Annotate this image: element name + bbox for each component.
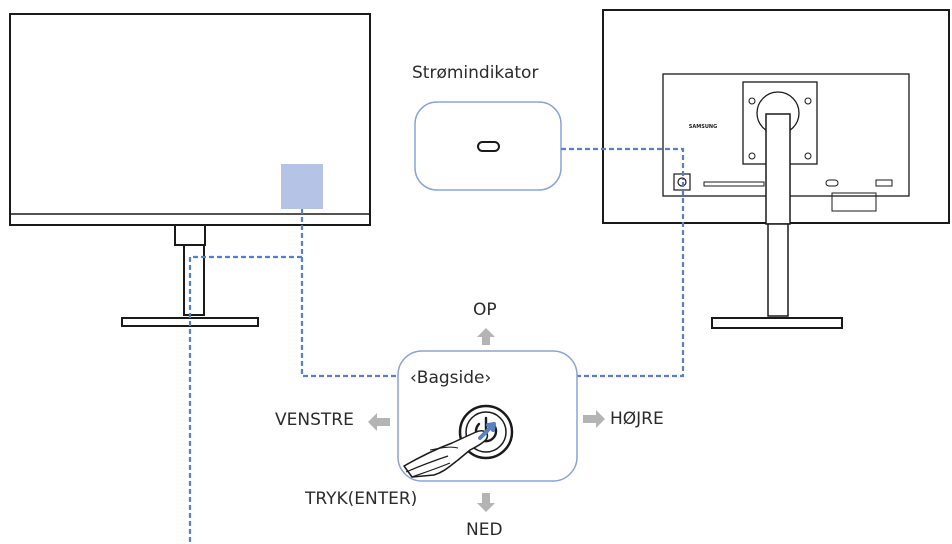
power-led-icon <box>477 141 500 152</box>
front-stand-column <box>183 244 205 316</box>
back-vent-slot <box>703 181 765 187</box>
arrow-down-icon <box>477 493 495 512</box>
vesa-screw-bl <box>748 152 756 160</box>
brand-logo: SAMSUNG <box>689 124 717 130</box>
arrow-right-icon <box>583 410 605 428</box>
back-side-label: ‹Bagside› <box>410 368 492 388</box>
vesa-screw-tl <box>748 97 756 105</box>
power-indicator-label: Strømindikator <box>412 63 539 83</box>
back-port-2 <box>875 179 893 187</box>
arrow-up-icon <box>477 328 495 345</box>
back-port-1 <box>825 179 839 187</box>
guide-line-callout-to-back <box>561 147 685 180</box>
guide-line-front-to-panel <box>300 209 398 378</box>
vesa-screw-br <box>804 152 812 160</box>
front-stand-neck <box>174 224 206 246</box>
back-port-block <box>831 192 877 212</box>
back-stand-lower <box>767 223 789 317</box>
front-monitor <box>9 13 371 327</box>
finger-icon <box>403 430 489 478</box>
guide-line-front-down <box>188 255 302 544</box>
guide-line-back-to-panel <box>577 182 685 378</box>
arrow-left-icon <box>368 413 390 431</box>
direction-right-label: HØJRE <box>610 409 664 429</box>
direction-down-label: NED <box>466 520 503 540</box>
guide-lines <box>188 147 685 544</box>
power-indicator-callout <box>414 101 562 191</box>
back-monitor <box>602 9 950 329</box>
power-icon <box>474 416 498 443</box>
back-stand-base <box>711 317 843 329</box>
press-enter-label: TRYK(ENTER) <box>305 489 418 509</box>
direction-left-label: VENSTRE <box>275 410 354 430</box>
direction-up-label: OP <box>473 300 497 320</box>
front-button-highlight <box>281 164 323 209</box>
press-arrow-icon <box>478 422 496 440</box>
back-stand-upper <box>765 113 791 225</box>
vesa-screw-tr <box>804 97 812 105</box>
